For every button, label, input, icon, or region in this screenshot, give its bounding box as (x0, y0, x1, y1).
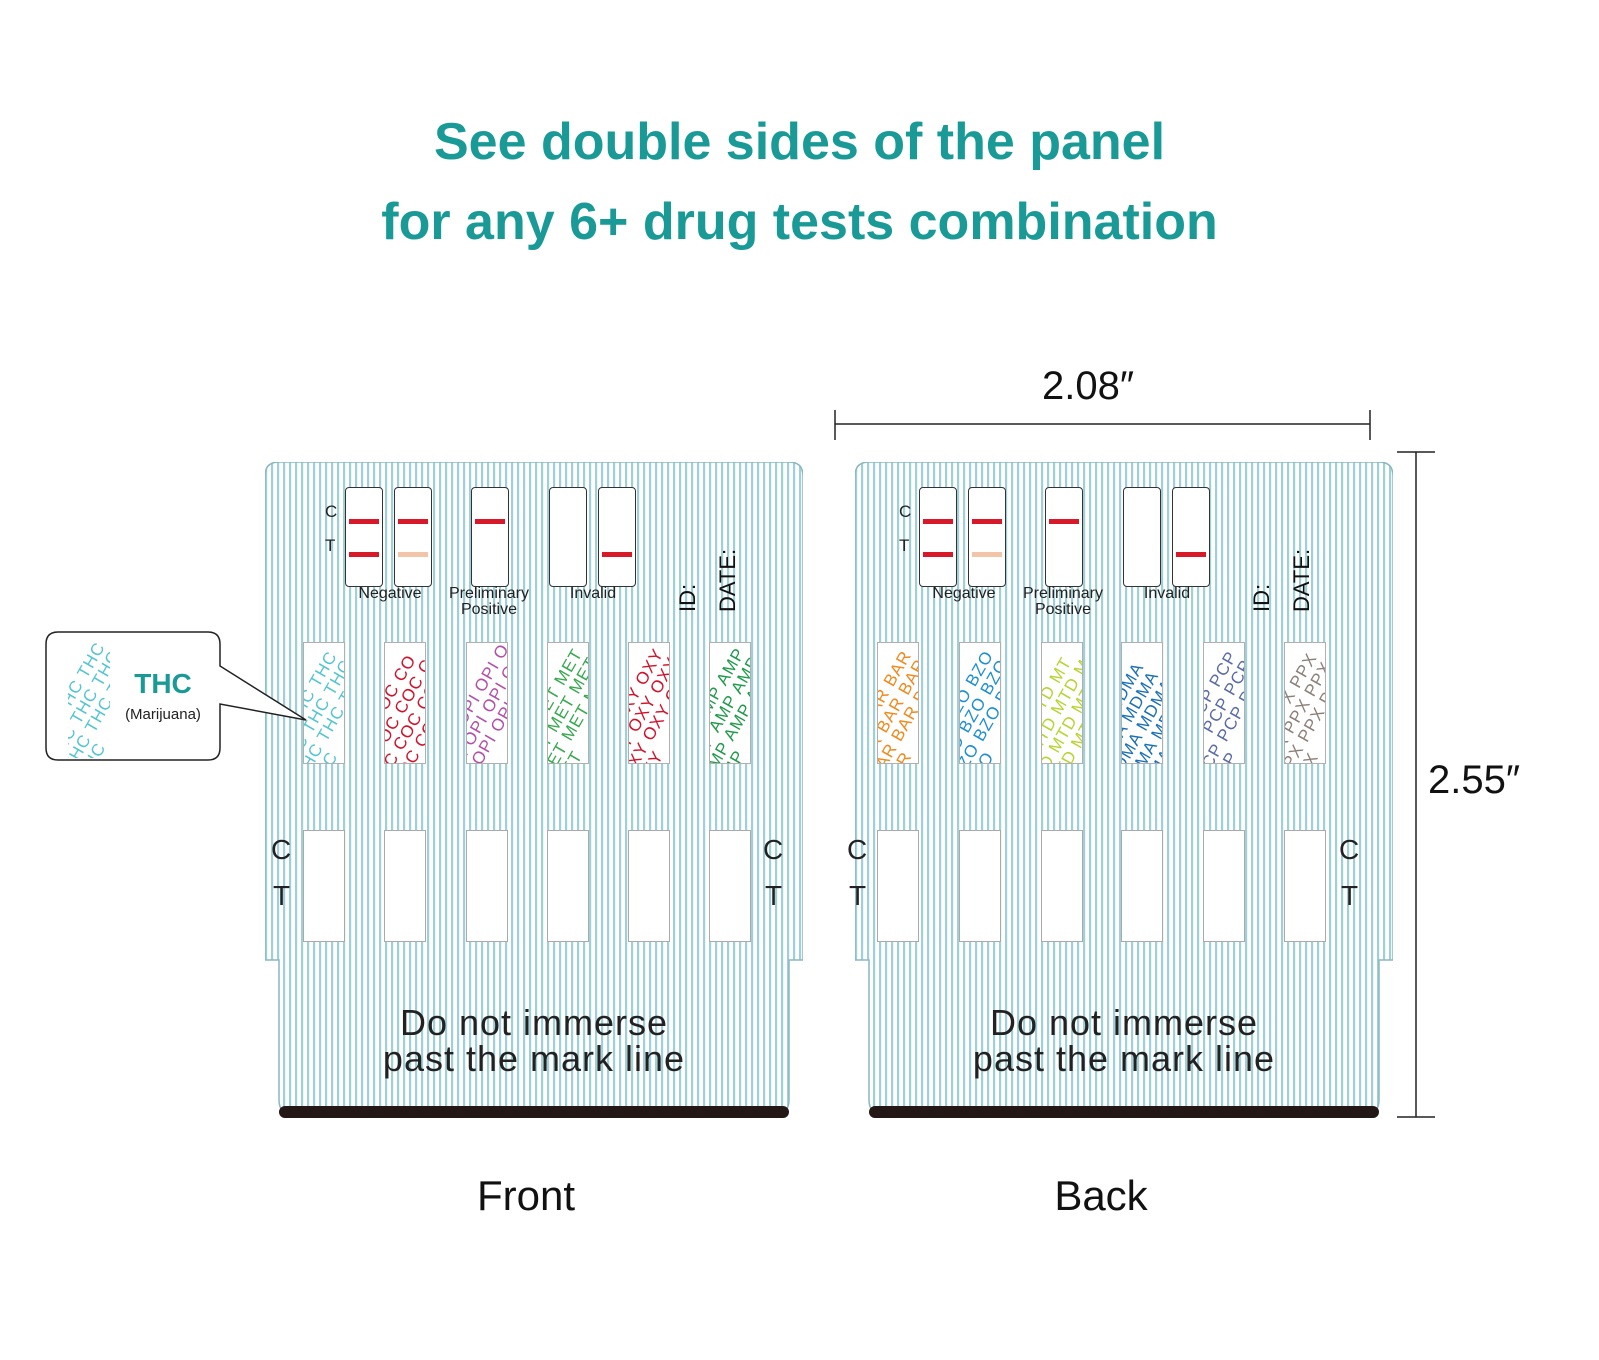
height-dimension-label: 2.55″ (1428, 758, 1521, 802)
result-well (959, 830, 1001, 942)
strip-2: MTD MTD MTD MTD MTD MTD MTD MTD MTD MTD (1041, 642, 1083, 764)
headline-line-2: for any 6+ drug tests combination (381, 193, 1218, 251)
result-well (628, 830, 670, 942)
result-well (709, 830, 751, 942)
strip-5: AMP AMP AMP AMP AMP AMP AMP AMP AMP AMP (709, 642, 751, 764)
callout-title: THC (134, 668, 192, 699)
key-c-label: C (899, 502, 912, 521)
key-label-negative: Negative (932, 585, 996, 602)
panel-outline (265, 462, 803, 1118)
warning-line-2: past the mark line (972, 1038, 1276, 1079)
result-well (1041, 830, 1083, 942)
strip-2: OPI OPI OPI OPI OPI OPI OPI OPI OPI OPI (466, 642, 508, 764)
right-c-label: C (1339, 834, 1360, 865)
immerse-warning: Do not immerse past the mark line (855, 1005, 1393, 1077)
strip-4: OXY OXY OXY OXY OXY OXY OXY OXY OXY OXY (628, 642, 670, 764)
result-well (877, 830, 919, 942)
warning-line-2: past the mark line (382, 1038, 686, 1079)
immerse-warning: Do not immerse past the mark line (265, 1005, 803, 1077)
key-label-preliminary: Preliminary (1022, 585, 1103, 602)
key-window-negative-2 (394, 487, 432, 587)
right-t-label: T (765, 880, 783, 911)
strip-0: THC THC THC THC THC THC THC THC THC THC (303, 642, 345, 764)
strip-1: COC COC COC COC COC COC COC COC COC COC (384, 642, 426, 764)
left-t-label: T (273, 880, 291, 911)
callout-subtitle: (Marijuana) (125, 706, 201, 723)
result-well (384, 830, 426, 942)
key-label-invalid: Invalid (1143, 585, 1191, 602)
key-window-negative-2 (968, 487, 1006, 587)
strip-0: BAR BAR BAR BAR BAR BAR BAR BAR BAR BAR (877, 642, 919, 764)
key-t-label: T (899, 536, 910, 555)
right-c-label: C (763, 834, 784, 865)
key-window-negative-1 (345, 487, 383, 587)
key-window-negative-1 (919, 487, 957, 587)
front-panel: C T Negative Preliminary Positive Invali… (265, 462, 803, 1142)
front-caption: Front (476, 1172, 576, 1219)
left-c-label: C (271, 834, 292, 865)
key-label-negative: Negative (358, 585, 422, 602)
key-label-positive: Positive (460, 601, 518, 618)
strip-3: MET MET MET MET MET MET MET MET MET MET (547, 642, 589, 764)
strip-1: BZO BZO BZO BZO BZO BZO BZO BZO BZO BZO (959, 642, 1001, 764)
key-window-positive (1045, 487, 1083, 587)
key-label-invalid: Invalid (569, 585, 617, 602)
strip-3: MDMA MDMA MDMA MDMA MDMA MDMA MDMA MDMA … (1121, 642, 1163, 764)
key-window-invalid-2 (1172, 487, 1210, 587)
result-well (1284, 830, 1326, 942)
left-t-label: T (849, 880, 867, 911)
strip-4: PCP PCP PCP PCP PCP PCP PCP PCP PCP PCP (1203, 642, 1245, 764)
key-window-invalid-1 (1123, 487, 1161, 587)
warning-line-1: Do not immerse (399, 1002, 669, 1043)
key-window-invalid-2 (598, 487, 636, 587)
thc-callout-bubble (45, 631, 307, 761)
panel-outline (855, 462, 1393, 1118)
key-window-invalid-1 (549, 487, 587, 587)
result-well (303, 830, 345, 942)
width-dimension-label: 2.08″ (1042, 364, 1135, 408)
result-well (1203, 830, 1245, 942)
right-t-label: T (1341, 880, 1359, 911)
key-label-preliminary: Preliminary (448, 585, 529, 602)
key-t-label: T (325, 536, 336, 555)
warning-line-1: Do not immerse (989, 1002, 1259, 1043)
key-window-positive (471, 487, 509, 587)
thc-callout-strip: THC THC THC THC THC THC THC THC THC THC (68, 634, 110, 758)
key-c-label: C (325, 502, 338, 521)
key-label-positive: Positive (1034, 601, 1092, 618)
headline-line-1: See double sides of the panel (433, 113, 1166, 171)
result-well (547, 830, 589, 942)
result-well (1121, 830, 1163, 942)
left-c-label: C (847, 834, 868, 865)
strip-5: PPX PPX PPX PPX PPX PPX PPX PPX PPX PPX (1284, 642, 1326, 764)
back-panel: C T Negative Preliminary Positive Invali… (847, 462, 1393, 1142)
result-well (466, 830, 508, 942)
back-caption: Back (1054, 1172, 1148, 1219)
